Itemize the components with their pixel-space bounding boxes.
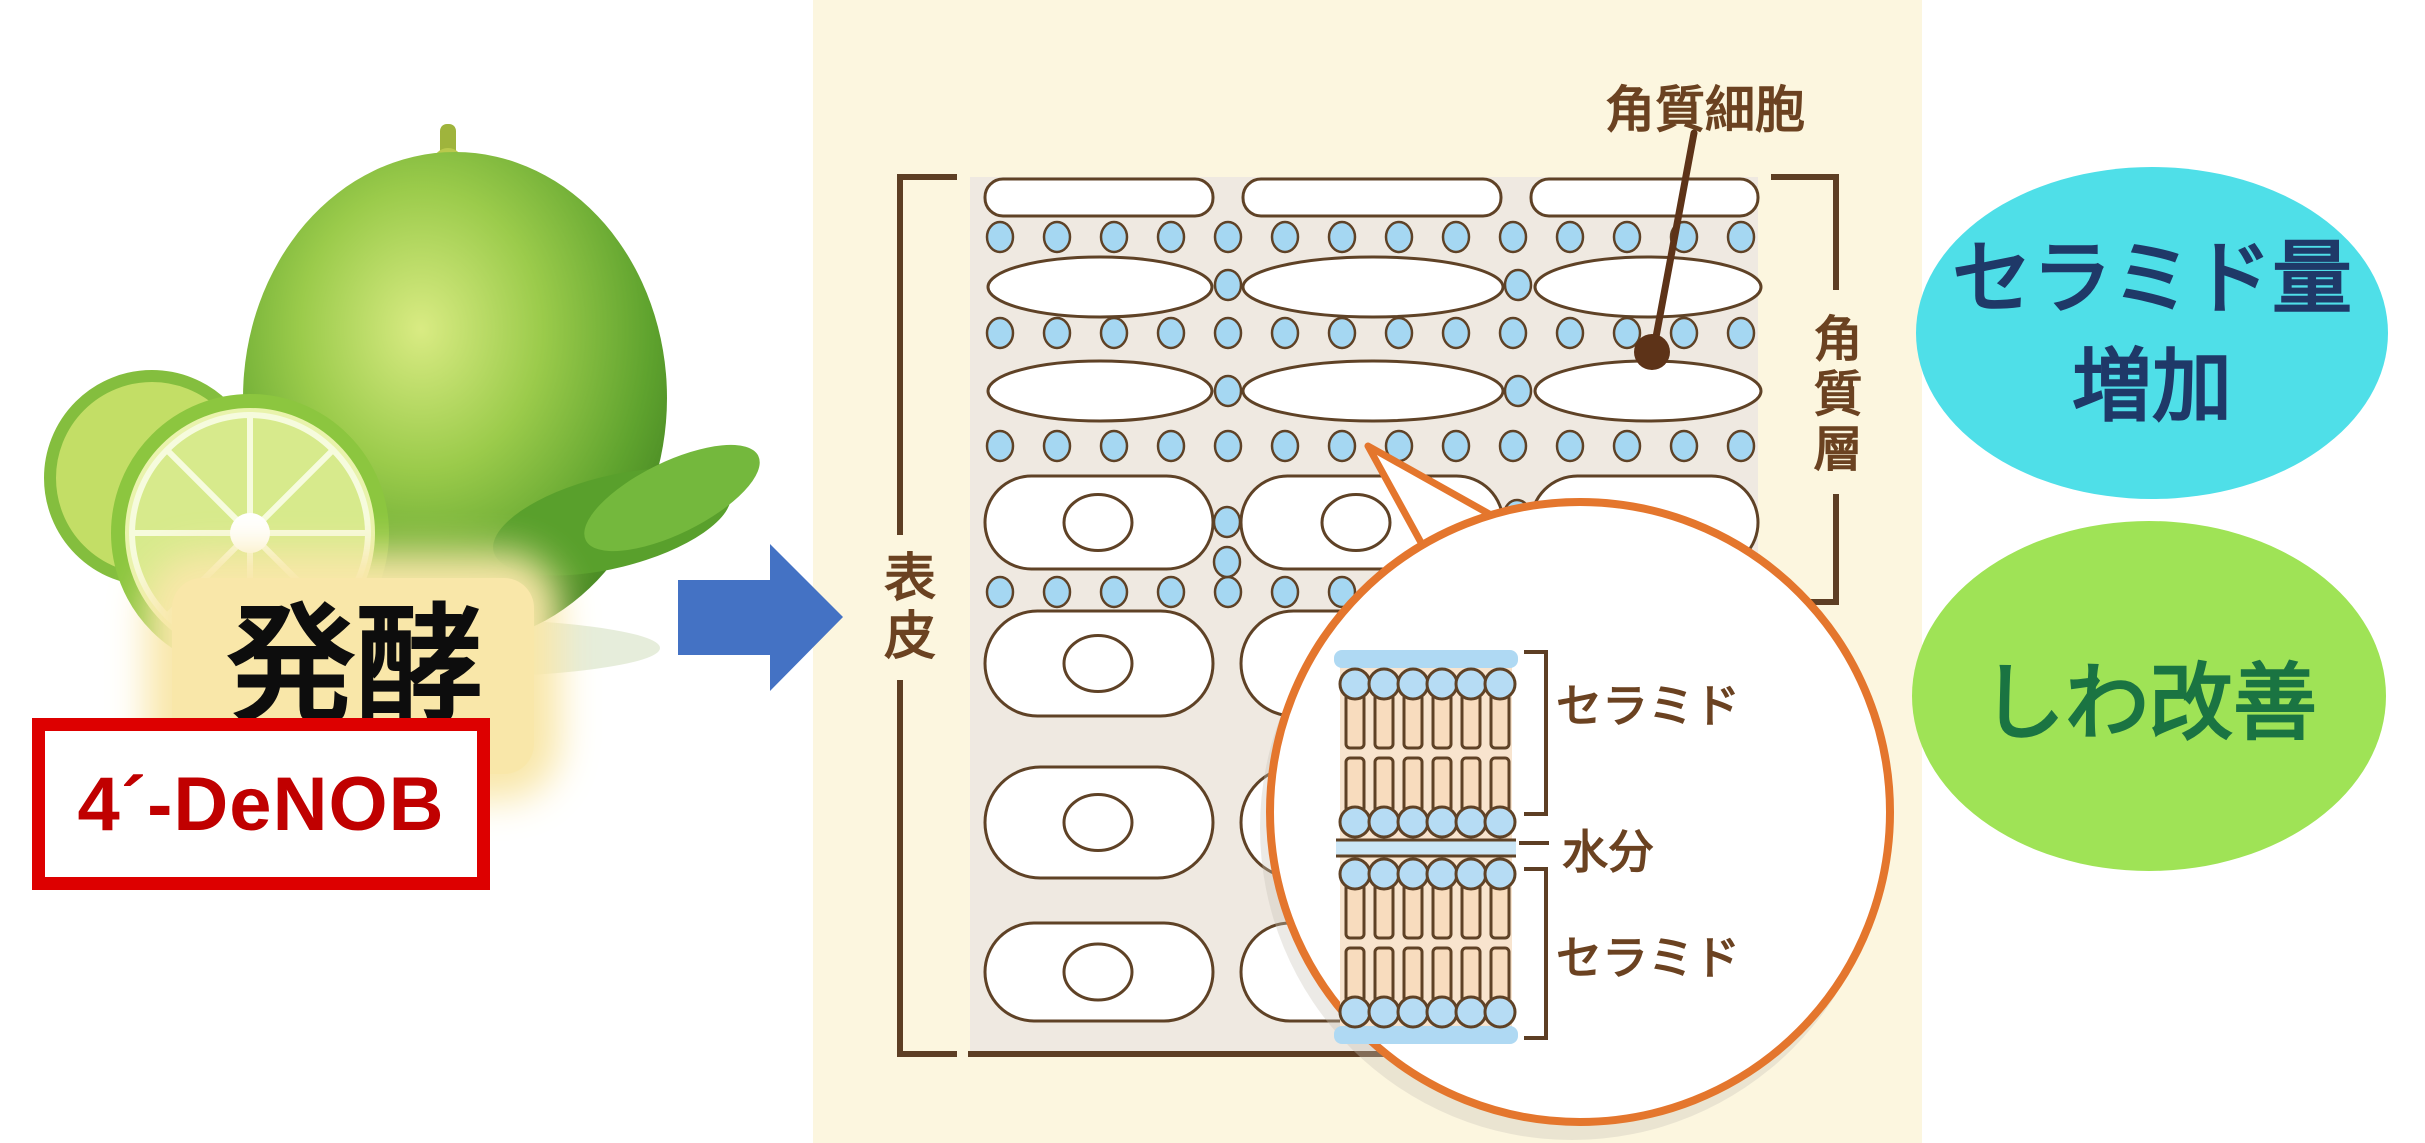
wrinkle-improvement-label: しわ改善: [1980, 655, 2317, 750]
corneocyte-label: 角質細胞: [1605, 82, 1805, 138]
fermentation-label: 発酵: [226, 595, 483, 738]
ceramide-bottom-label: セラミド: [1556, 932, 1740, 984]
wrinkle-improvement-bubble: しわ改善: [1912, 521, 2386, 871]
ceramide-increase-line2: 増加: [2072, 342, 2232, 431]
compound-label: 4´-DeNOB: [77, 761, 445, 847]
magnifier-callout: [1260, 442, 1894, 1140]
moisture-label: 水分: [1562, 826, 1654, 878]
epidermis-bracket: [897, 174, 957, 1057]
compound-box: 4´-DeNOB: [32, 718, 490, 890]
ceramide-bilayer: [1334, 650, 1518, 1044]
corneocyte-pointer: [1634, 129, 1698, 370]
ceramide-increase-line1: セラミド量: [1952, 234, 2352, 323]
ceramide-top-label: セラミド: [1556, 680, 1740, 732]
ceramide-increase-bubble: セラミド量 増加: [1916, 167, 2388, 499]
epidermis-label: 表皮: [875, 550, 934, 666]
stratum-corneum-label: 角質層: [1806, 312, 1861, 478]
inset-brackets: [1519, 650, 1549, 1040]
arrow-right-icon: [678, 544, 843, 691]
